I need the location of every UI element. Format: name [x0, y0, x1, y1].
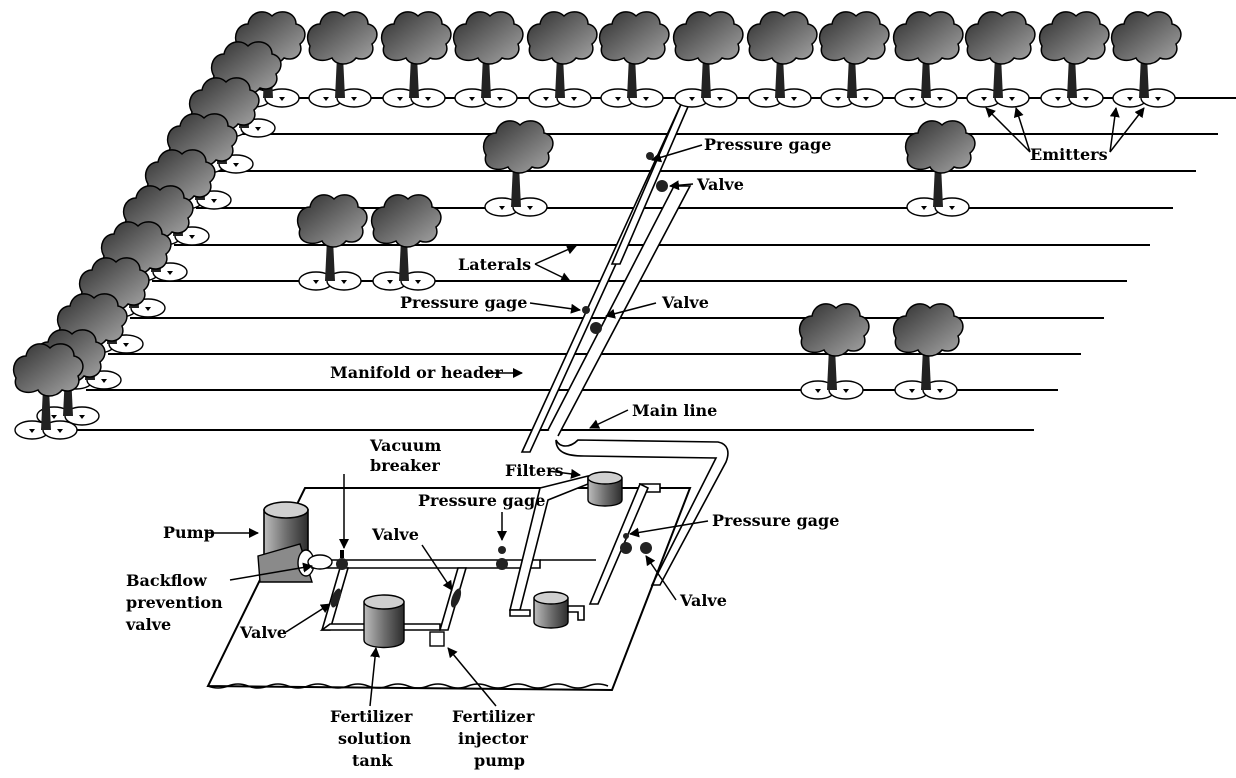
- valve-top-label: Valve: [696, 175, 744, 194]
- labels: Emitters Pressure gage Valve Laterals Pr…: [125, 135, 1108, 770]
- tree: [370, 194, 442, 291]
- fertilizer-tank: [363, 594, 445, 649]
- tree: [482, 120, 554, 217]
- trees: [12, 11, 1182, 440]
- tree: [746, 11, 818, 108]
- tree: [296, 194, 368, 291]
- valve-mid-label: Valve: [661, 293, 709, 312]
- backflow-label-2: prevention: [126, 593, 223, 612]
- pressure-gage-mid-label: Pressure gage: [400, 293, 527, 312]
- tree: [1110, 11, 1182, 108]
- tree: [892, 11, 964, 108]
- backflow-label-1: Backflow: [126, 571, 208, 590]
- valve-left-label: Valve: [239, 623, 287, 642]
- vacuum-breaker-label-2: breaker: [370, 456, 440, 475]
- vacuum-breaker-label-1: Vacuum: [369, 436, 441, 455]
- leader-arrows: [207, 107, 1145, 707]
- tree: [904, 120, 976, 217]
- emitters-label: Emitters: [1030, 145, 1108, 164]
- tree: [672, 11, 744, 108]
- pressure-gage-top-label: Pressure gage: [704, 135, 831, 154]
- laterals-label: Laterals: [458, 255, 531, 274]
- tree: [818, 11, 890, 108]
- tree: [598, 11, 670, 108]
- pump-label: Pump: [163, 523, 215, 542]
- valve-right-label: Valve: [679, 591, 727, 610]
- fert-pump-label-2: injector: [458, 729, 528, 748]
- tree: [1038, 11, 1110, 108]
- valves-and-gages: [307, 152, 668, 608]
- fert-tank-label-2: solution: [338, 729, 412, 748]
- tree: [380, 11, 452, 108]
- main-line-pipe: [555, 439, 729, 586]
- fert-pump-label-1: Fertilizer: [452, 707, 535, 726]
- fert-tank-label-3: tank: [352, 751, 393, 770]
- tree: [526, 11, 598, 108]
- tree: [798, 303, 870, 400]
- pressure-gage-center-label: Pressure gage: [418, 491, 545, 510]
- tree: [12, 343, 84, 440]
- pressure-gage-right-label: Pressure gage: [712, 511, 839, 530]
- fert-pump-label-3: pump: [474, 751, 525, 770]
- fert-tank-label-1: Fertilizer: [330, 707, 413, 726]
- tree: [964, 11, 1036, 108]
- backflow-label-3: valve: [125, 615, 171, 634]
- manifold-label: Manifold or header: [330, 363, 503, 382]
- valve-center-label: Valve: [371, 525, 419, 544]
- filters-label: Filters: [505, 461, 564, 480]
- tree: [452, 11, 524, 108]
- filter-tanks: [533, 471, 623, 629]
- injector-pump-box: [429, 631, 445, 647]
- main-line-label: Main line: [632, 401, 717, 420]
- tree: [892, 303, 964, 400]
- tree: [306, 11, 378, 108]
